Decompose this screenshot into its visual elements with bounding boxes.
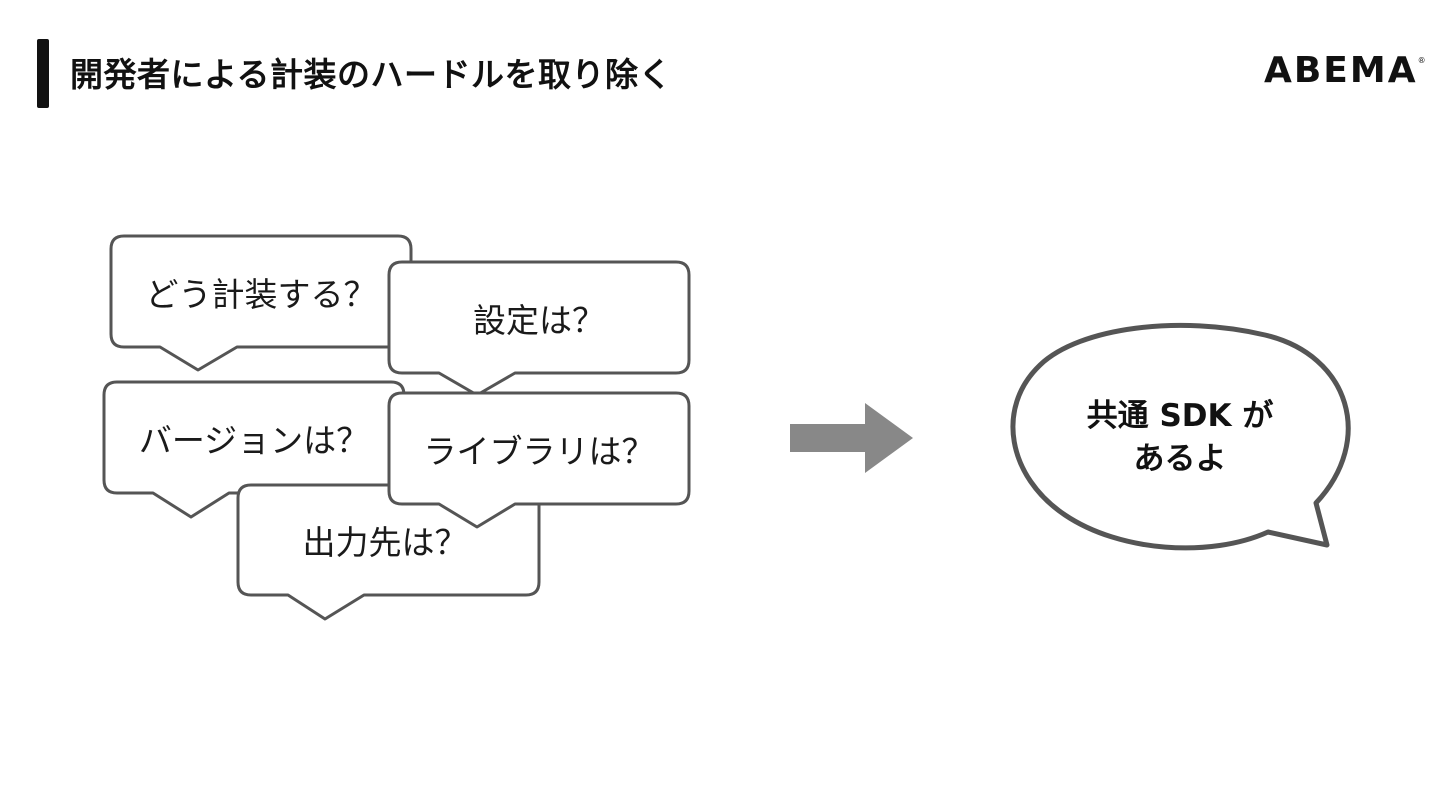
answer-speech-bubble [1010, 322, 1351, 551]
page-title: 開発者による計装のハードルを取り除く [70, 55, 673, 94]
answer-line-1: 共通 SDK が [1086, 398, 1274, 434]
logo-registered-mark: ® [1417, 56, 1426, 65]
speech-bubble-how [109, 234, 413, 372]
answer-text: 共通 SDK が あるよ [1087, 395, 1274, 481]
abema-logo: ABEMA® [1264, 50, 1426, 91]
answer-line-2: あるよ [1133, 441, 1227, 477]
right-arrow-icon [790, 403, 913, 473]
title-accent-bar [37, 39, 49, 108]
question-version-text: バージョンは？ [138, 421, 370, 460]
speech-bubble-version [102, 380, 406, 519]
question-settings-text: 設定は？ [473, 301, 605, 340]
question-library-text: ライブラリは？ [423, 432, 655, 471]
speech-bubble-library [387, 391, 691, 529]
speech-bubble-settings [387, 260, 691, 397]
logo-text: ABEMA [1264, 50, 1418, 91]
question-output-text: 出力先は？ [302, 523, 468, 562]
question-how-text: どう計装する？ [145, 275, 377, 314]
